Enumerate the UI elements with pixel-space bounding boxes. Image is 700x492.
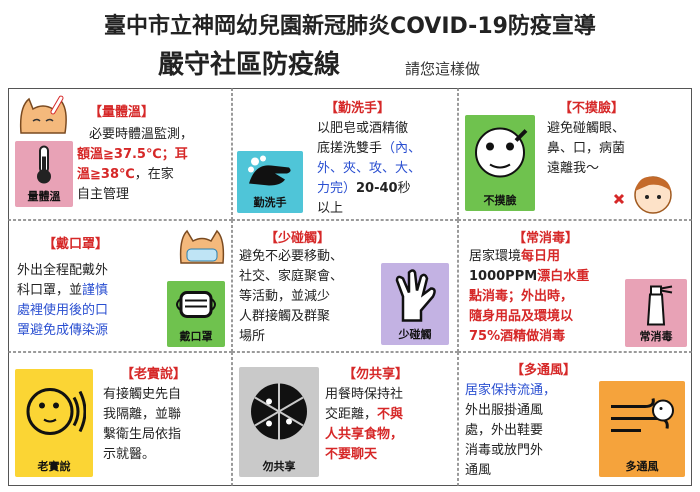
tile-text-line: 點消毒；外出時， <box>469 289 574 304</box>
tile-text-line: 處裡使用後的口 <box>17 303 109 318</box>
tile-text-line: 有接觸史先自 <box>103 387 182 402</box>
tile-wear-mask: 【戴口罩】 外出全程配戴外 科口罩，並謹慎 處裡使用後的口 罩避免成傳染源 戴口… <box>8 220 232 352</box>
face-no-touch-icon: 不摸臉 <box>465 115 535 211</box>
tips-grid: 【量體溫】 必要時體溫監測， 額溫≧37.5℃；耳 溫≧38℃，在家 自主管理 … <box>8 88 692 486</box>
face-mask-icon: 戴口罩 <box>167 281 225 347</box>
tile-text-line: 用餐時保持社 <box>325 387 404 402</box>
tile-text-line: 等活動，並減少 <box>239 289 331 304</box>
tile-temperature: 【量體溫】 必要時體溫監測， 額溫≧37.5℃；耳 溫≧38℃，在家 自主管理 … <box>8 88 232 220</box>
tile-text-line: 社交、家庭聚會、 <box>239 269 344 284</box>
tile-heading: 【勤洗手】 <box>325 101 391 116</box>
icon-label: 常消毒 <box>639 330 673 343</box>
page-subtitle: 嚴守社區防疫線 <box>158 50 341 80</box>
tile-text-line: 人群接觸及群聚 <box>239 309 331 324</box>
tile-text-line: 避免不必要移動、 <box>239 249 344 264</box>
tile-heading: 【多通風】 <box>511 363 577 378</box>
tile-text-line: 不與 <box>377 407 404 422</box>
tile-text-line: 通風 <box>465 463 492 478</box>
icon-label: 多通風 <box>625 460 659 473</box>
tile-text-line: 示就醫。 <box>103 447 156 462</box>
tile-text-line: 漂白水重 <box>537 269 590 284</box>
tile-text-line: 力完） <box>317 181 357 196</box>
icon-label: 老實說 <box>37 460 71 473</box>
tile-text-line: 底搓洗雙手 <box>317 141 383 156</box>
tile-text-line: （內、 <box>382 141 422 156</box>
tile-text-line: 遠離我～ <box>547 161 600 176</box>
tile-text-line: 自主管理 <box>77 187 130 202</box>
tile-heading: 【量體溫】 <box>89 105 155 120</box>
tile-text-line: 交距離， <box>325 407 378 422</box>
tile-text-line: 科口罩，並 <box>17 283 83 298</box>
tile-text-line: 20-40 <box>356 181 398 196</box>
tile-text-line: 隨身用品及環境以 <box>469 309 574 324</box>
tile-text-line: 避免碰觸眼、 <box>547 121 626 136</box>
tile-tell-truth: 【老實說】 有接觸史先自 我隔離，並聯 繫衛生局依指 示就醫。 老實說 <box>8 352 232 486</box>
tile-text-line: 外、夾、攻、大、 <box>317 161 422 176</box>
tile-heading: 【不摸臉】 <box>559 101 625 116</box>
icon-label: 少碰觸 <box>398 328 432 341</box>
tile-ventilation: 【多通風】 居家保持流通， 外出服掛通風 處，外出鞋要 消毒或放門外 通風 多通… <box>458 352 692 486</box>
pizza-icon: 勿共享 <box>239 367 319 477</box>
tile-text-line: 罩避免成傳染源 <box>17 323 109 338</box>
tile-text-line: 我隔離，並聯 <box>103 407 182 422</box>
tile-wash-hands: 【勤洗手】 以肥皂或酒精徹 底搓洗雙手（內、 外、夾、攻、大、 力完）20-40… <box>232 88 458 220</box>
tile-text-line: 1000PPM <box>469 269 538 284</box>
tile-no-sharing: 【勿共享】 用餐時保持社 交距離，不與 人共享食物， 不要聊天 勿共享 <box>232 352 458 486</box>
tile-text-line: 額溫≧37.5℃；耳 <box>77 147 188 162</box>
page-title: 臺中市立神岡幼兒園新冠肺炎COVID-19防疫宣導 <box>104 14 596 39</box>
tile-heading: 【戴口罩】 <box>43 237 109 252</box>
tile-text-line: 處，外出鞋要 <box>465 423 544 438</box>
tile-text-line: 居家保持流通， <box>465 383 557 398</box>
tile-disinfect: 【常消毒】 居家環境每日用 1000PPM漂白水重 點消毒；外出時， 隨身用品及… <box>458 220 692 352</box>
tile-heading: 【常消毒】 <box>513 231 579 246</box>
tile-text-line: 謹慎 <box>82 283 109 298</box>
tile-heading: 【勿共享】 <box>343 367 409 382</box>
tile-text-line: 繫衛生局依指 <box>103 427 182 442</box>
child-face-icon <box>613 176 672 214</box>
tile-text-line: 鼻、口，病菌 <box>547 141 626 156</box>
icon-label: 勿共享 <box>262 460 296 473</box>
wind-face-icon: 多通風 <box>599 381 685 477</box>
icon-label: 不摸臉 <box>483 194 517 207</box>
tile-text-line: 人共享食物， <box>325 427 404 442</box>
tile-text-line: ，在家 <box>134 167 174 182</box>
icon-label: 勤洗手 <box>253 196 287 209</box>
tile-text-line: 消毒或放門外 <box>465 443 544 458</box>
page-hint: 請您這樣做 <box>405 60 481 78</box>
tile-text-line: 秒 <box>397 181 411 196</box>
tile-text-line: 必要時體溫監測， <box>89 127 194 142</box>
icon-label: 量體溫 <box>27 190 61 203</box>
tile-text-line: 75%酒精做消毒 <box>469 329 566 344</box>
spray-bottle-icon: 常消毒 <box>625 279 687 347</box>
tile-no-touch-face: 【不摸臉】 避免碰觸眼、 鼻、口，病菌 遠離我～ 不摸臉 <box>458 88 692 220</box>
tile-text-line: 每日用 <box>521 249 561 264</box>
washing-hands-icon: 勤洗手 <box>237 151 303 213</box>
icon-label: 戴口罩 <box>179 330 213 343</box>
cat-thermometer-icon <box>19 95 67 134</box>
speaking-face-icon: 老實說 <box>15 369 93 477</box>
tile-heading: 【少碰觸】 <box>265 231 331 246</box>
hand-gesture-icon: 少碰觸 <box>381 263 449 345</box>
tile-text-line: 外出全程配戴外 <box>17 263 109 278</box>
tile-text-line: 以肥皂或酒精徹 <box>317 121 409 136</box>
tile-less-contact: 【少碰觸】 避免不必要移動、 社交、家庭聚會、 等活動，並減少 人群接觸及群聚 … <box>232 220 458 352</box>
thermometer-icon: 量體溫 <box>15 141 73 207</box>
tile-text-line: 不要聊天 <box>325 447 378 462</box>
tile-text-line: 居家環境 <box>469 249 522 264</box>
tile-heading: 【老實說】 <box>121 367 187 382</box>
tile-text-line: 溫≧38℃ <box>77 167 135 182</box>
tile-text-line: 外出服掛通風 <box>465 403 544 418</box>
tile-text-line: 場所 <box>239 329 266 344</box>
cat-mask-icon <box>179 229 225 264</box>
tile-text-line: 以上 <box>317 201 344 216</box>
